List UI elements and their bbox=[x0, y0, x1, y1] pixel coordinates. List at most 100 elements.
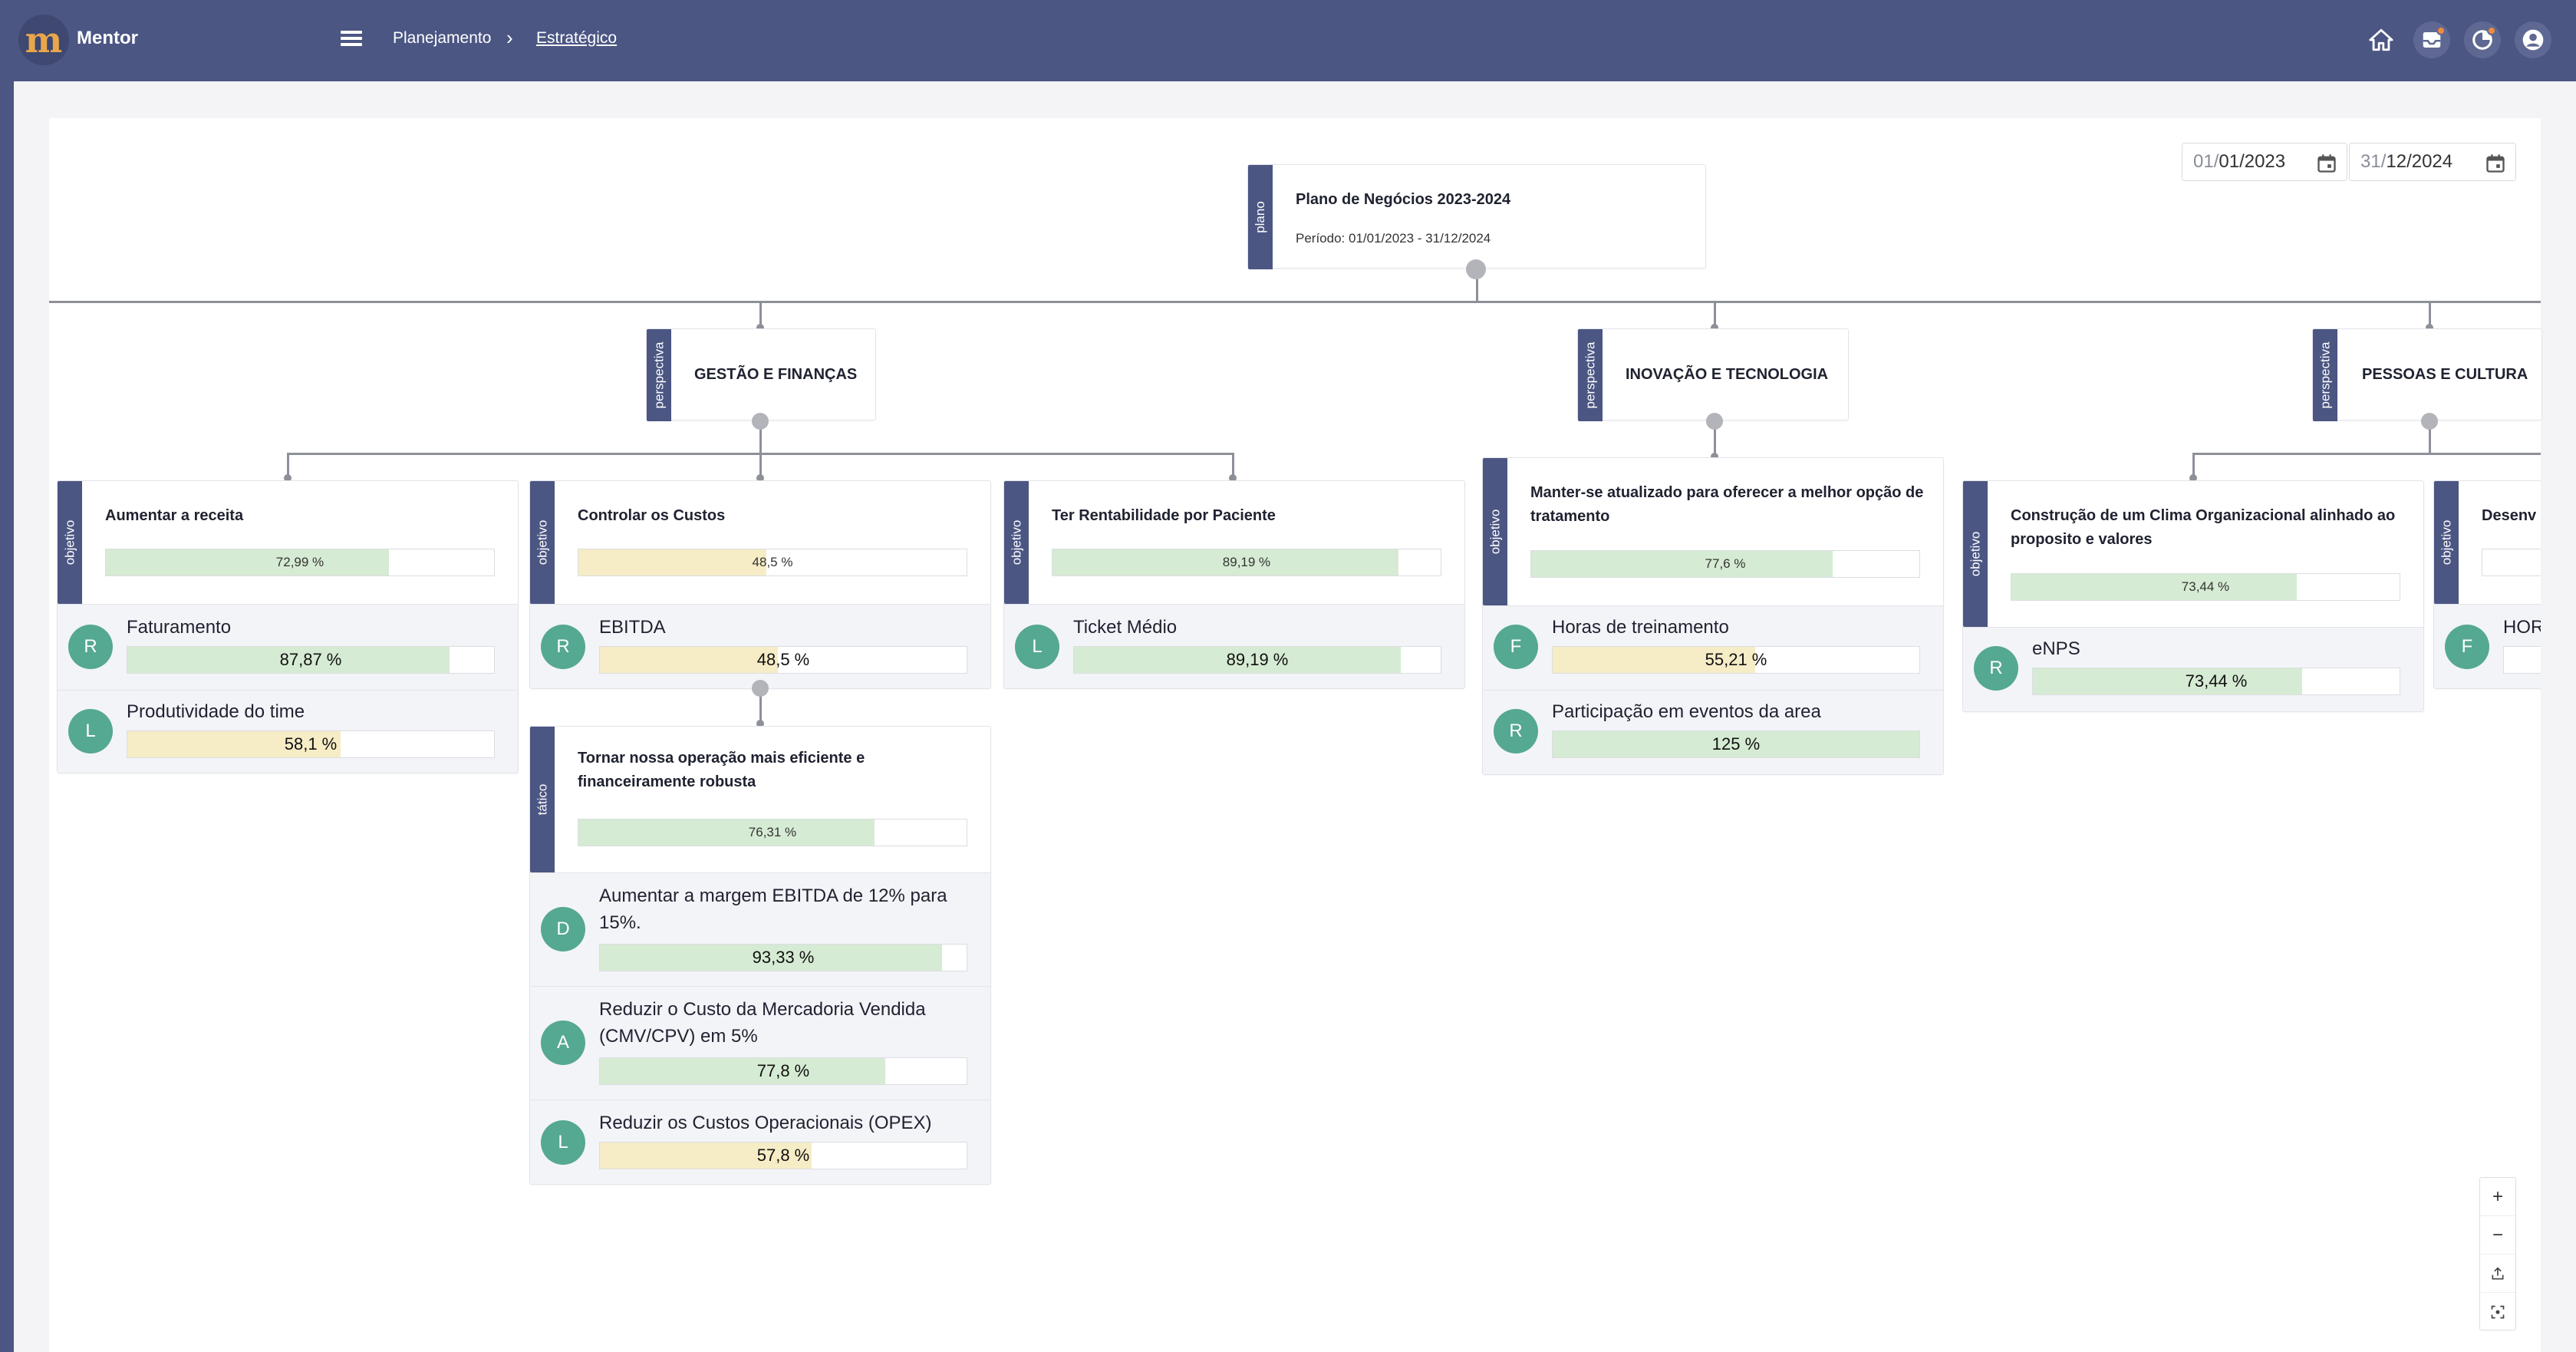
key-result-progress-bar: 55,21 % bbox=[1552, 646, 1920, 674]
avatar: R bbox=[1974, 646, 2018, 691]
breadcrumb-estrategico[interactable]: Estratégico bbox=[536, 29, 618, 47]
key-result-title: Horas de treinamento bbox=[1552, 617, 1729, 638]
key-result-row[interactable]: L Reduzir os Custos Operacionais (OPEX) … bbox=[530, 1100, 990, 1184]
avatar: D bbox=[541, 907, 585, 951]
tree-connector bbox=[759, 422, 762, 454]
tree-node-dot bbox=[756, 474, 764, 482]
key-result-title: Reduzir os Custos Operacionais (OPEX) bbox=[599, 1113, 932, 1133]
key-result-row[interactable]: R Participação em eventos da area 125 % bbox=[1483, 690, 1943, 774]
key-result-title: Reduzir o Custo da Mercadoria Vendida (C… bbox=[599, 999, 926, 1047]
avatar: A bbox=[541, 1021, 585, 1065]
tree-connector bbox=[1714, 301, 1716, 328]
tactical-progress-bar: 76,31 % bbox=[578, 819, 967, 846]
key-result-progress-bar: 89,19 % bbox=[1073, 646, 1441, 674]
avatar: R bbox=[541, 625, 585, 669]
tree-connector bbox=[2192, 453, 2195, 479]
key-result-row[interactable]: F Horas de treinamento 55,21 % bbox=[1483, 605, 1943, 690]
tree-node-dot bbox=[284, 474, 292, 482]
perspective-card-inovacao[interactable]: perspectiva INOVAÇÃO E TECNOLOGIA bbox=[1577, 328, 1849, 421]
avatar: F bbox=[2445, 625, 2489, 669]
expand-node-handle[interactable] bbox=[1466, 259, 1486, 279]
objective-card-desenvolvimento[interactable]: objetivo Desenv F HOR bbox=[2433, 480, 2541, 689]
notification-badge bbox=[2487, 26, 2496, 35]
start-date-input[interactable]: 01/01/2023 bbox=[2182, 143, 2347, 181]
tactical-card[interactable]: tático Tornar nossa operação mais eficie… bbox=[529, 726, 991, 1185]
perspective-card-pessoas[interactable]: perspectiva PESSOAS E CULTURA bbox=[2312, 328, 2542, 421]
inbox-icon[interactable] bbox=[2413, 21, 2450, 58]
avatar: F bbox=[1494, 625, 1538, 669]
key-result-progress-bar bbox=[2503, 646, 2541, 674]
key-result-title: Faturamento bbox=[127, 617, 232, 638]
expand-node-handle[interactable] bbox=[1706, 413, 1723, 430]
key-result-row[interactable]: D Aumentar a margem EBITDA de 12% para 1… bbox=[530, 872, 990, 986]
key-result-row[interactable]: L Produtividade do time 58,1 % bbox=[58, 690, 518, 773]
key-result-row[interactable]: F HOR bbox=[2434, 604, 2541, 688]
objective-title: Manter-se atualizado para oferecer a mel… bbox=[1530, 484, 1924, 525]
perspective-title: GESTÃO E FINANÇAS bbox=[694, 366, 858, 383]
objective-progress-bar bbox=[2482, 549, 2541, 576]
objective-card-clima-organizacional[interactable]: objetivo Construção de um Clima Organiza… bbox=[1962, 480, 2424, 712]
key-result-progress-bar: 77,8 % bbox=[599, 1057, 967, 1085]
expand-node-handle[interactable] bbox=[752, 680, 769, 697]
avatar: L bbox=[68, 709, 113, 753]
tree-node-dot bbox=[756, 720, 764, 727]
key-result-row[interactable]: R eNPS 73,44 % bbox=[1963, 627, 2423, 711]
zoom-out-button[interactable]: − bbox=[2480, 1216, 2515, 1255]
perspective-title: INOVAÇÃO E TECNOLOGIA bbox=[1626, 366, 1829, 383]
zoom-in-button[interactable]: + bbox=[2480, 1178, 2515, 1216]
avatar: L bbox=[1015, 625, 1059, 669]
objective-card-rentabilidade[interactable]: objetivo Ter Rentabilidade por Paciente … bbox=[1003, 480, 1465, 689]
key-result-row[interactable]: R Faturamento 87,87 % bbox=[58, 604, 518, 690]
objective-progress-bar: 73,44 % bbox=[2011, 573, 2400, 601]
objective-title: Aumentar a receita bbox=[105, 507, 244, 524]
objective-card-controlar-custos[interactable]: objetivo Controlar os Custos 48,5 % R EB… bbox=[529, 480, 991, 689]
tree-node-dot bbox=[2189, 474, 2197, 482]
key-result-title: Ticket Médio bbox=[1073, 617, 1178, 638]
notification-icon[interactable] bbox=[2464, 21, 2501, 58]
hamburger-menu-icon[interactable] bbox=[339, 28, 364, 51]
tree-node-dot bbox=[1229, 474, 1237, 482]
tree-connector bbox=[1714, 422, 1716, 457]
plan-card[interactable]: plano Plano de Negócios 2023-2024 Períod… bbox=[1247, 164, 1706, 269]
objective-card-manter-atualizado[interactable]: objetivo Manter-se atualizado para ofere… bbox=[1482, 457, 1944, 775]
objective-title: Controlar os Custos bbox=[578, 507, 726, 524]
objective-card-aumentar-receita[interactable]: objetivo Aumentar a receita 72,99 % R Fa… bbox=[57, 480, 519, 773]
avatar: L bbox=[541, 1120, 585, 1165]
key-result-progress-bar: 57,8 % bbox=[599, 1142, 967, 1169]
expand-node-handle[interactable] bbox=[2421, 413, 2438, 430]
fit-view-icon[interactable] bbox=[2480, 1293, 2515, 1331]
key-result-title: Produtividade do time bbox=[127, 701, 305, 722]
key-result-row[interactable]: R EBITDA 48,5 % bbox=[530, 604, 990, 688]
objective-title: Desenv bbox=[2482, 507, 2537, 524]
key-result-progress-bar: 125 % bbox=[1552, 730, 1920, 758]
objective-title: Ter Rentabilidade por Paciente bbox=[1052, 507, 1276, 524]
key-result-progress-bar: 87,87 % bbox=[127, 646, 495, 674]
breadcrumb-planejamento[interactable]: Planejamento bbox=[393, 29, 492, 47]
tactical-title: Tornar nossa operação mais eficiente e f… bbox=[578, 750, 865, 790]
app-logo[interactable]: m bbox=[18, 15, 69, 65]
objective-progress-bar: 77,6 % bbox=[1530, 550, 1920, 578]
objective-title: Construção de um Clima Organizacional al… bbox=[2011, 507, 2396, 548]
key-result-row[interactable]: L Ticket Médio 89,19 % bbox=[1004, 604, 1464, 688]
tree-connector bbox=[49, 301, 2541, 303]
plan-period: Período: 01/01/2023 - 31/12/2024 bbox=[1296, 231, 1491, 246]
tree-node-dot bbox=[1711, 324, 1718, 331]
calendar-icon[interactable] bbox=[2316, 153, 2337, 174]
account-icon[interactable] bbox=[2515, 21, 2551, 58]
export-icon[interactable] bbox=[2480, 1255, 2515, 1293]
key-result-progress-bar: 93,33 % bbox=[599, 944, 967, 971]
end-date-input[interactable]: 31/12/2024 bbox=[2349, 143, 2516, 181]
expand-node-handle[interactable] bbox=[752, 413, 769, 430]
chevron-right-icon: › bbox=[506, 26, 513, 49]
objective-progress-bar: 48,5 % bbox=[578, 549, 967, 576]
top-bar: m Mentor Planejamento › Estratégico bbox=[0, 0, 2576, 81]
app-name: Mentor bbox=[77, 28, 138, 48]
perspective-title: PESSOAS E CULTURA bbox=[2362, 366, 2528, 383]
home-icon[interactable] bbox=[2363, 21, 2400, 58]
key-result-row[interactable]: A Reduzir o Custo da Mercadoria Vendida … bbox=[530, 986, 990, 1100]
calendar-icon[interactable] bbox=[2485, 153, 2506, 174]
perspective-card-gestao[interactable]: perspectiva GESTÃO E FINANÇAS bbox=[646, 328, 876, 421]
plan-title: Plano de Negócios 2023-2024 bbox=[1296, 191, 1511, 208]
tree-connector bbox=[759, 301, 762, 328]
key-result-progress-bar: 58,1 % bbox=[127, 730, 495, 758]
